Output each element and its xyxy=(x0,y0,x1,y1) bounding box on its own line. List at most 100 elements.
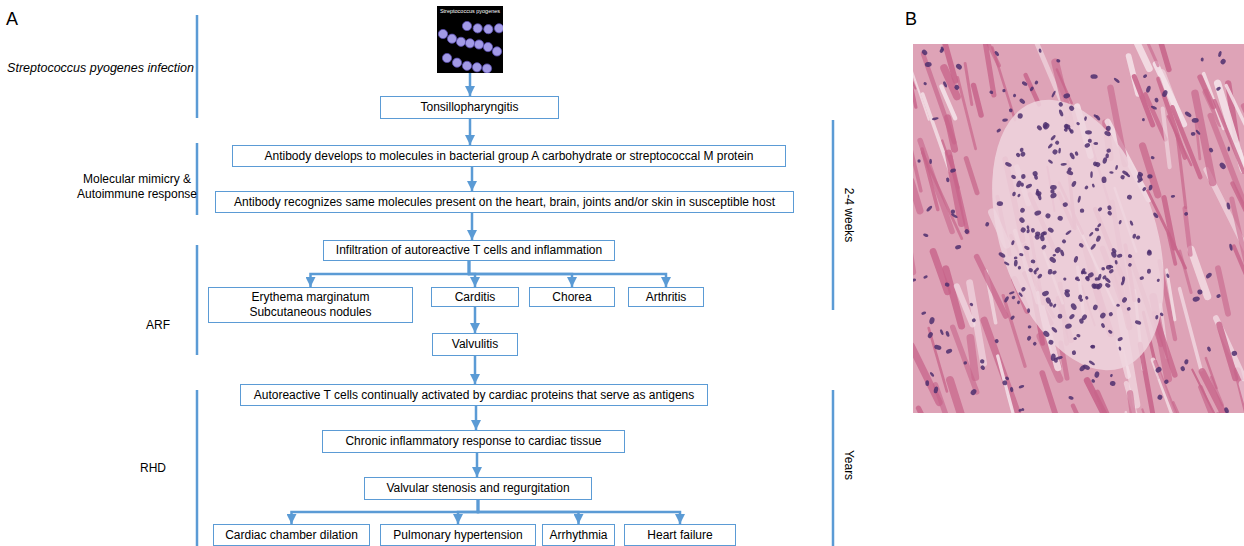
cell-nucleus xyxy=(1012,191,1017,196)
cell-nucleus xyxy=(1137,298,1140,303)
bracket-bar xyxy=(832,120,835,310)
cell-nucleus xyxy=(1147,268,1152,274)
muscle-fiber xyxy=(948,118,955,149)
flow-arrow xyxy=(471,213,474,240)
cell-nucleus xyxy=(929,371,935,377)
process-box: Infiltration of autoreactive T cells and… xyxy=(323,240,615,261)
cell-nucleus xyxy=(1084,185,1089,190)
cell-nucleus xyxy=(1041,290,1049,297)
coccus-cell xyxy=(484,25,493,34)
cell-nucleus xyxy=(1071,350,1076,356)
cell-nucleus xyxy=(1097,207,1103,213)
cell-nucleus xyxy=(1042,122,1050,130)
cell-nucleus xyxy=(1041,244,1048,251)
cell-nucleus xyxy=(1021,182,1025,187)
cell-nucleus xyxy=(1061,163,1067,166)
cell-nucleus xyxy=(1127,262,1132,267)
cell-nucleus xyxy=(1093,114,1098,119)
cell-nucleus xyxy=(1058,148,1061,154)
box-text: Carditis xyxy=(455,290,496,305)
cell-nucleus xyxy=(950,168,957,174)
cell-nucleus xyxy=(1180,365,1186,371)
cell-nucleus xyxy=(1126,194,1132,200)
cell-nucleus xyxy=(1042,330,1051,338)
muscle-fiber xyxy=(1232,199,1244,292)
cell-nucleus xyxy=(980,365,986,371)
cell-nucleus xyxy=(989,90,994,95)
process-box: Valvulitis xyxy=(432,333,518,356)
process-box: Chorea xyxy=(529,287,615,307)
muscle-fiber xyxy=(1003,296,1025,367)
cell-nucleus xyxy=(1035,190,1042,196)
process-box: Arthritis xyxy=(628,287,704,307)
muscle-fiber xyxy=(977,257,1006,316)
cell-nucleus xyxy=(921,49,928,56)
cell-nucleus xyxy=(929,159,932,164)
cell-nucleus xyxy=(1059,249,1064,257)
cell-nucleus xyxy=(1051,90,1056,98)
cell-nucleus xyxy=(932,117,939,121)
cell-nucleus xyxy=(946,177,950,182)
coccus-cell xyxy=(452,58,461,67)
cell-nucleus xyxy=(1068,105,1075,112)
cell-nucleus xyxy=(1056,59,1061,63)
box-text: Antibody recognizes same molecules prese… xyxy=(234,195,775,210)
muscle-fiber xyxy=(1143,44,1158,66)
cell-nucleus xyxy=(1074,277,1080,282)
cell-nucleus xyxy=(1090,345,1095,348)
cell-nucleus xyxy=(1002,89,1006,93)
cell-nucleus xyxy=(1050,134,1056,141)
cell-nucleus xyxy=(1061,238,1067,244)
cell-nucleus xyxy=(1058,101,1064,107)
cell-nucleus xyxy=(1038,48,1042,53)
cell-nucleus xyxy=(1051,270,1057,276)
cell-nucleus xyxy=(1205,272,1213,280)
cell-nucleus xyxy=(1016,300,1020,304)
cell-nucleus xyxy=(1063,277,1067,281)
cell-nucleus xyxy=(1111,247,1118,254)
stage-label: Streptococcus pyogenes infection xyxy=(6,61,194,76)
cell-nucleus xyxy=(951,209,955,214)
panel-letter: B xyxy=(905,12,917,27)
cell-nucleus xyxy=(1090,243,1097,250)
cell-nucleus xyxy=(1050,353,1056,361)
cell-nucleus xyxy=(1026,335,1032,341)
cell-nucleus xyxy=(1034,210,1042,217)
cell-nucleus xyxy=(1084,116,1087,121)
cell-nucleus xyxy=(1092,161,1098,167)
muscle-fiber xyxy=(1140,344,1157,413)
muscle-fiber xyxy=(1097,393,1109,413)
muscle-fiber xyxy=(1180,289,1201,370)
cell-nucleus xyxy=(1113,77,1120,83)
cell-nucleus xyxy=(1031,228,1036,233)
coccus-cell xyxy=(492,47,501,56)
cell-nucleus xyxy=(1062,202,1068,208)
muscle-fiber xyxy=(948,153,961,223)
cell-nucleus xyxy=(1063,93,1071,99)
cell-nucleus xyxy=(1088,231,1094,237)
cell-nucleus xyxy=(1087,139,1092,144)
muscle-fiber xyxy=(966,158,977,192)
cell-nucleus xyxy=(1008,108,1013,113)
cell-nucleus xyxy=(1047,159,1053,164)
muscle-fiber xyxy=(974,85,982,115)
cell-nucleus xyxy=(1216,293,1222,298)
bracket-bar xyxy=(196,15,199,118)
muscle-fiber xyxy=(922,153,961,239)
cell-nucleus xyxy=(994,50,1000,57)
cell-nucleus xyxy=(1010,315,1016,321)
cell-nucleus xyxy=(1010,174,1016,180)
cell-nucleus xyxy=(1088,360,1095,366)
cell-nucleus xyxy=(1003,296,1009,303)
cell-nucleus xyxy=(1073,337,1077,340)
stage-label: ARF xyxy=(146,318,170,333)
cell-nucleus xyxy=(1077,195,1081,203)
cell-nucleus xyxy=(1025,183,1033,189)
coccus-cell xyxy=(494,24,503,33)
cell-nucleus xyxy=(1184,111,1192,118)
cell-nucleus xyxy=(1206,346,1211,352)
cell-nucleus xyxy=(1097,223,1102,228)
box-text: Arthritis xyxy=(646,290,687,305)
process-box: Chronic inflammatory response to cardiac… xyxy=(322,430,625,453)
cell-nucleus xyxy=(1218,51,1223,58)
